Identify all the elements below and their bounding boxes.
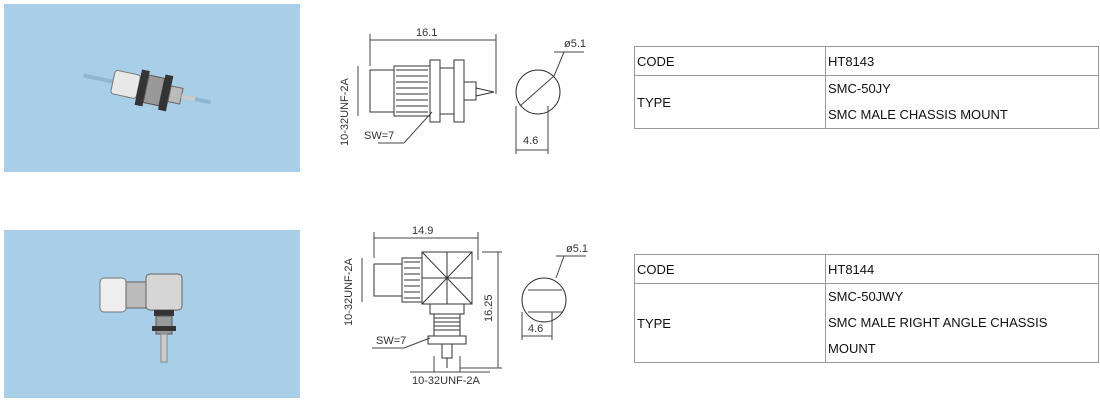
wrench-size: SW=7 xyxy=(376,335,406,347)
length-dimension: 16.1 xyxy=(416,27,437,39)
diameter-dimension: ø5.1 xyxy=(564,38,586,50)
height-dimension: 16.25 xyxy=(483,294,495,322)
side-thread-dimension: 10-32UNF-2A xyxy=(343,257,355,326)
technical-drawing-1: 16.1 10-32UNF-2A SW=7 ø5.1 4.6 xyxy=(328,26,608,161)
right-angle-connector-image xyxy=(99,273,183,363)
spec-table-2: CODE HT8144 TYPE SMC-50JWY SMC MALE RIGH… xyxy=(634,254,1099,363)
spec-table-1: CODE HT8143 TYPE SMC-50JY SMC MALE CHASS… xyxy=(634,46,1099,129)
code-label: CODE xyxy=(634,46,826,76)
code-value: HT8143 xyxy=(825,46,1099,76)
wrench-size: SW=7 xyxy=(364,130,394,142)
type-label: TYPE xyxy=(634,75,826,129)
type-line: SMC-50JWY xyxy=(828,289,904,304)
straight-connector-image xyxy=(83,69,212,112)
flat-dimension: 4.6 xyxy=(523,135,538,147)
bottom-thread-dimension: 10-32UNF-2A xyxy=(412,375,481,387)
product-photo-1 xyxy=(4,4,300,172)
type-line: SMC-50JY xyxy=(828,81,891,96)
diameter-dimension: ø5.1 xyxy=(566,243,588,255)
code-value: HT8144 xyxy=(825,254,1099,284)
length-dimension: 14.9 xyxy=(412,225,433,237)
type-line: SMC MALE RIGHT ANGLE CHASSIS xyxy=(828,315,1048,330)
type-value: SMC-50JWY SMC MALE RIGHT ANGLE CHASSIS M… xyxy=(825,283,1099,363)
product-photo-2 xyxy=(4,230,300,398)
type-line: MOUNT xyxy=(828,341,876,356)
type-value: SMC-50JY SMC MALE CHASSIS MOUNT xyxy=(825,75,1099,129)
type-label: TYPE xyxy=(634,283,826,363)
flat-dimension: 4.6 xyxy=(528,323,543,335)
thread-dimension: 10-32UNF-2A xyxy=(339,77,351,146)
technical-drawing-2: 14.9 16.25 10-32UNF-2A SW=7 10-32U xyxy=(330,222,610,387)
type-line: SMC MALE CHASSIS MOUNT xyxy=(828,107,1008,122)
code-label: CODE xyxy=(634,254,826,284)
